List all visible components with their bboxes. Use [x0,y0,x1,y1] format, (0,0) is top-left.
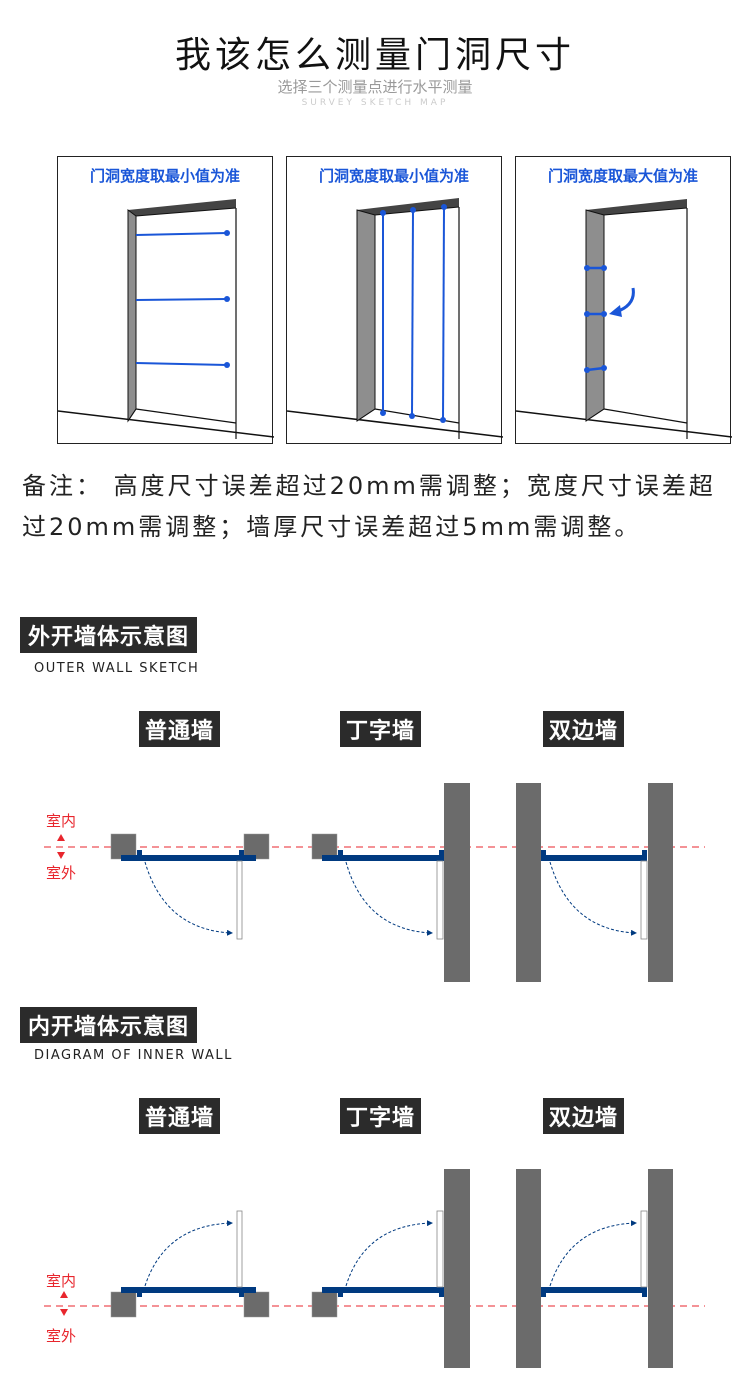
outer-wall-diagram [44,783,705,982]
wall-type-t: 丁字墙 [340,711,422,747]
wall-type-double: 双边墙 [543,1098,625,1134]
wall-type-t: 丁字墙 [340,1098,422,1134]
page-subtitle: 选择三个测量点进行水平测量 [277,78,473,96]
outer-section-subtitle: OUTER WALL SKETCH [34,661,200,676]
outdoor-label: 室外 [46,1327,77,1345]
indoor-label: 室内 [46,1272,77,1290]
measure-panel-width: 门洞宽度取最小值为准 [57,156,274,444]
wall-type-normal: 普通墙 [139,711,221,747]
panel-label: 门洞宽度取最小值为准 [89,167,240,185]
inner-section-subtitle: DIAGRAM OF INNER WALL [34,1048,233,1063]
door-width-sketch [58,199,274,439]
outdoor-label: 室外 [46,864,77,882]
inner-section-title: 内开墙体示意图 [20,1007,198,1043]
wall-type-normal: 普通墙 [139,1098,221,1134]
door-height-sketch [287,198,503,439]
panel-label: 门洞宽度取最小值为准 [318,167,469,185]
page-title: 我该怎么测量门洞尺寸 [174,35,575,76]
page-subtitle-en: SURVEY SKETCH MAP [301,98,449,108]
wall-type-double: 双边墙 [543,711,625,747]
measure-panel-height: 门洞宽度取最小值为准 [286,156,503,444]
wall-thickness-sketch [516,199,732,439]
inner-wall-diagram [44,1169,705,1368]
outer-section-title: 外开墙体示意图 [20,617,198,653]
measure-panel-thickness: 门洞宽度取最大值为准 [515,156,732,444]
indoor-label: 室内 [46,812,77,830]
note-text: 备注： 高度尺寸误差超过20mm需调整；宽度尺寸误差超过20mm需调整；墙厚尺寸… [22,472,716,541]
panel-label: 门洞宽度取最大值为准 [547,167,698,185]
